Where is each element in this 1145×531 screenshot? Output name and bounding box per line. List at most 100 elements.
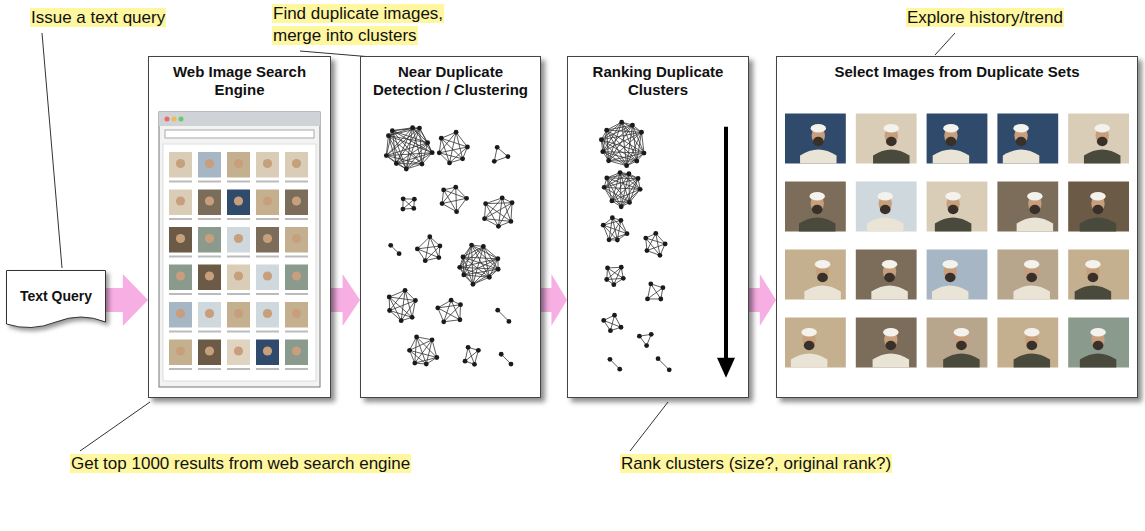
cluster-edge	[621, 178, 638, 206]
cluster-dot	[656, 356, 661, 361]
cluster-dot	[615, 238, 620, 243]
thumbnail-beard	[813, 137, 824, 146]
cluster-dot	[481, 244, 486, 249]
result-thumb	[285, 265, 308, 291]
cluster-dot	[667, 367, 672, 372]
result-face	[234, 159, 243, 168]
cluster-dot	[643, 236, 648, 241]
cluster-dot	[461, 255, 466, 260]
result-thumb	[256, 340, 279, 366]
cluster-edge	[438, 308, 460, 320]
cluster-edge	[502, 198, 511, 222]
cluster-edge	[472, 245, 499, 269]
ranked-clusters	[599, 120, 735, 378]
cluster-dot	[441, 319, 446, 324]
cluster-dot	[438, 244, 443, 249]
panel-illustration	[157, 110, 322, 389]
result-caption	[227, 368, 250, 370]
result-thumb	[285, 340, 308, 366]
cluster-dot	[645, 297, 650, 302]
thumbnail-bg	[1068, 182, 1129, 232]
thumbnail-bg	[1068, 318, 1129, 368]
thumbnail-body	[800, 150, 836, 164]
cluster-dot	[400, 207, 405, 212]
cluster-dot	[604, 176, 609, 181]
browser-toolbar	[159, 112, 320, 126]
thumbnail-bg	[785, 250, 846, 300]
window-button	[165, 117, 170, 122]
cluster-dot	[471, 282, 476, 287]
result-thumb	[227, 152, 250, 178]
cluster-edge	[609, 132, 642, 161]
result-face	[176, 234, 185, 243]
result-caption	[198, 331, 221, 333]
cluster-dot	[401, 196, 406, 201]
thumbnail-bg	[997, 114, 1058, 164]
cluster-edge	[396, 128, 419, 163]
thumbnail-turban	[1024, 328, 1039, 337]
result-thumb	[198, 227, 221, 253]
rank-arrow-head	[717, 358, 735, 378]
cluster-dot	[457, 265, 462, 270]
result-face	[263, 159, 272, 168]
browser-frame	[159, 112, 320, 387]
thumbnail-body	[1013, 286, 1049, 300]
callout-note: Get top 1000 results from web search eng…	[70, 453, 411, 475]
cluster-dot	[388, 243, 393, 248]
thumbnail-beard	[945, 273, 956, 282]
cluster-edge	[456, 132, 463, 159]
cluster-edge	[621, 189, 640, 206]
result-face	[205, 196, 214, 205]
result-caption	[227, 256, 250, 258]
thumbnail-turban	[810, 192, 825, 201]
thumbnail-beard	[946, 137, 957, 146]
image-grid	[785, 114, 1129, 368]
result-thumb	[198, 265, 221, 291]
cluster-dot	[410, 315, 415, 320]
thumbnail-body	[935, 218, 971, 232]
result-caption	[285, 181, 308, 183]
thumbnail-turban	[1095, 124, 1110, 132]
cluster-dot	[412, 197, 417, 202]
cluster-edge	[608, 268, 614, 285]
thumbnail-beard	[1030, 205, 1041, 214]
result-face	[292, 234, 301, 243]
result-thumb	[285, 152, 308, 178]
cluster-dot	[611, 282, 616, 287]
cluster-edge	[415, 340, 432, 363]
result-caption	[256, 331, 279, 333]
thumbnail-body	[1080, 218, 1116, 232]
cluster-edge	[486, 202, 512, 204]
cluster-dot	[496, 267, 501, 272]
cluster-edge	[620, 173, 621, 207]
cluster-dot	[394, 161, 399, 166]
address-bar	[165, 130, 314, 138]
cluster-edge	[651, 284, 661, 299]
cluster-dot	[627, 200, 632, 205]
cluster-dot	[404, 167, 409, 172]
cluster-edge	[388, 136, 396, 164]
result-face	[205, 309, 214, 318]
cluster-dot	[430, 150, 435, 155]
cluster-dot	[482, 216, 487, 221]
cluster-dot	[634, 159, 639, 164]
result-thumb	[169, 227, 192, 253]
cluster-dot	[610, 199, 615, 204]
cluster-dot	[390, 128, 395, 133]
cluster-dot	[619, 204, 624, 209]
cluster-dot	[403, 288, 408, 293]
cluster-dot	[605, 266, 610, 271]
cluster-dot	[645, 248, 650, 253]
cluster-edge	[609, 160, 637, 161]
cluster-dot	[619, 218, 624, 223]
thumbnail-turban	[878, 192, 893, 201]
cluster-edge	[417, 237, 429, 249]
cluster-edge	[609, 161, 627, 166]
cluster-dot	[627, 171, 632, 176]
result-face	[263, 271, 272, 280]
cluster-dot	[435, 306, 440, 311]
cluster-dot	[386, 133, 391, 138]
cluster-dot	[495, 145, 500, 150]
cluster-edge	[472, 245, 473, 284]
cluster-dot	[437, 150, 442, 155]
